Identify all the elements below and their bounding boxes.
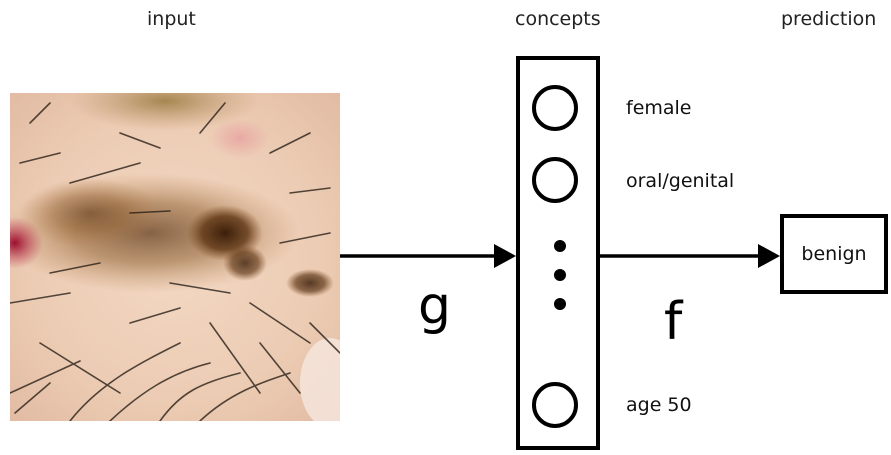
concept-label-age: age 50 <box>626 394 692 416</box>
concept-node-3 <box>532 382 578 428</box>
prediction-box: benign <box>780 214 888 294</box>
function-f-label: f <box>664 296 682 348</box>
arrow-g <box>340 244 516 268</box>
concept-label-oral-genital: oral/genital <box>626 170 734 192</box>
concept-node-2 <box>532 157 578 203</box>
prediction-label: benign <box>801 243 866 265</box>
ellipsis-dot-3 <box>554 298 566 310</box>
concept-node-1 <box>532 85 578 131</box>
ellipsis-dot-1 <box>554 240 566 252</box>
ellipsis-dot-2 <box>554 269 566 281</box>
concept-label-female: female <box>626 97 692 119</box>
function-g-label: g <box>418 280 451 332</box>
arrow-f <box>600 244 780 268</box>
